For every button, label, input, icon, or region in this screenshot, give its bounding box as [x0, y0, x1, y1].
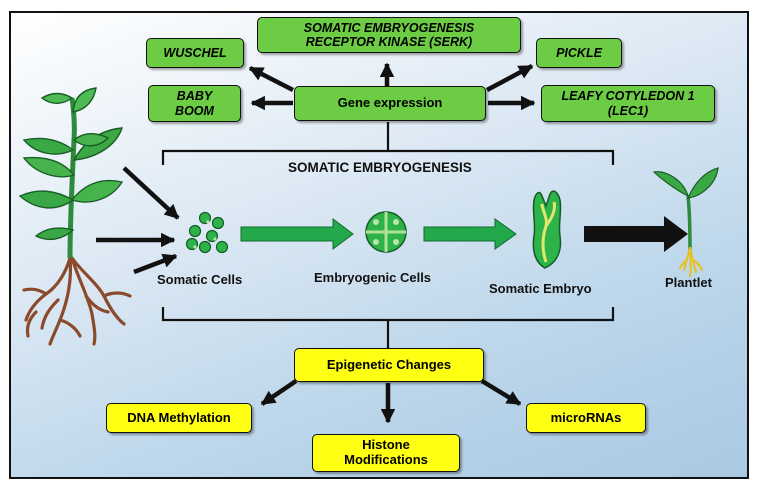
arrow-to-wuschel: [248, 65, 295, 93]
pickle-box: PICKLE: [536, 38, 622, 68]
histone-modifications-box: Histone Modifications: [312, 434, 460, 472]
baby-boom-box: BABY BOOM: [148, 85, 241, 122]
dna-methylation-box: DNA Methylation: [106, 403, 252, 433]
arrow-to-dna-methylation: [260, 379, 298, 406]
somatic-cells-illustration: [185, 211, 229, 254]
epigenetic-arrows: [260, 379, 522, 424]
gene-expression-box: Gene expression: [294, 86, 486, 121]
somatic-embryo-label: Somatic Embryo: [489, 281, 592, 296]
arrow-embryogenic-to-embryo: [423, 218, 517, 250]
epigenetic-changes-box: Epigenetic Changes: [294, 348, 484, 382]
somatic-cells-label: Somatic Cells: [157, 272, 243, 287]
bottom-bracket: [161, 307, 615, 348]
embryogenic-cells-label: Embryogenic Cells: [314, 270, 432, 285]
arrow-cells-to-embryogenic: [240, 218, 354, 250]
gene-arrows: [248, 62, 536, 111]
wuschel-box: WUSCHEL: [146, 38, 244, 68]
embryogenic-cells-illustration: [365, 211, 407, 253]
micrornas-box: microRNAs: [526, 403, 646, 433]
diagram-title: SOMATIC EMBRYOGENESIS: [288, 160, 472, 175]
plant-illustration: [18, 87, 132, 346]
plantlet-label: Plantlet: [665, 275, 712, 290]
arrow-to-micrornas: [480, 379, 522, 406]
serk-box: SOMATIC EMBRYOGENESIS RECEPTOR KINASE (S…: [257, 17, 521, 53]
arrow-to-pickle: [485, 64, 534, 92]
plant-to-cells-arrows: [96, 166, 180, 275]
somatic-embryo-illustration: [532, 190, 562, 269]
plantlet-illustration: [652, 167, 719, 278]
top-bracket: [161, 122, 615, 165]
lec1-box: LEAFY COTYLEDON 1 (LEC1): [541, 85, 715, 122]
arrow-embryo-to-plantlet: [584, 216, 688, 252]
